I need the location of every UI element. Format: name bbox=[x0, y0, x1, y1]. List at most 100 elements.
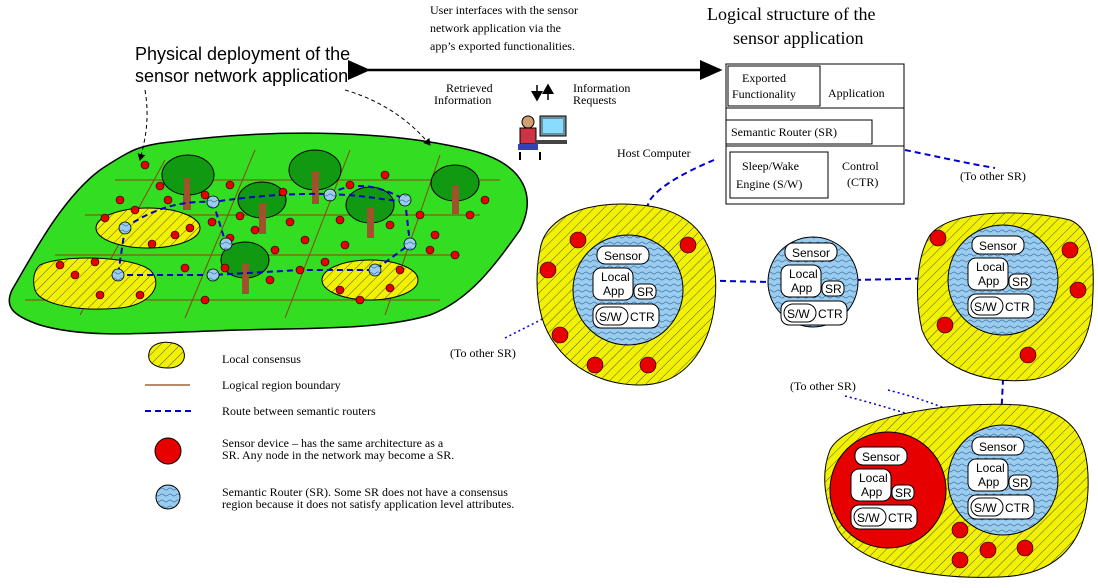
sr-module-label: SR bbox=[1012, 275, 1029, 289]
svg-text:Sleep/Wake: Sleep/Wake bbox=[742, 159, 799, 173]
to-other-sr-left: (To other SR) bbox=[450, 346, 516, 360]
local-app-box bbox=[780, 264, 822, 298]
sr-module-box bbox=[1008, 474, 1032, 491]
local-label: Local bbox=[976, 260, 1005, 274]
ui-text-3: app’s exported functionalities. bbox=[430, 39, 575, 53]
sensor-module-box bbox=[784, 242, 838, 262]
physical-deployment: Physical deployment of the sensor networ… bbox=[8, 44, 528, 335]
sensor-module-label: Sensor bbox=[862, 450, 900, 464]
tree-group bbox=[161, 149, 480, 294]
ctr-label: CTR bbox=[1005, 300, 1030, 314]
field-consensus-3 bbox=[321, 259, 419, 301]
sw-module-box bbox=[970, 296, 1004, 316]
physical-title-1: Physical deployment of the bbox=[135, 44, 350, 64]
sr-module-label: SR bbox=[825, 282, 842, 296]
sensor-module-box bbox=[971, 235, 1025, 255]
local-app-box bbox=[967, 257, 1009, 291]
sw-module-box bbox=[783, 303, 817, 323]
sensor-module-box bbox=[596, 245, 650, 265]
local-app-box bbox=[967, 458, 1009, 492]
logical-title-2: sensor application bbox=[733, 28, 863, 48]
legend-sensor-swatch bbox=[154, 437, 182, 465]
sw-module-box bbox=[853, 507, 887, 527]
svg-text:Exported: Exported bbox=[742, 71, 786, 85]
field-routers bbox=[111, 188, 417, 282]
to-other-sr-bottom: (To other SR) bbox=[790, 379, 856, 393]
local-app-box bbox=[592, 267, 634, 301]
ctr-label: CTR bbox=[888, 511, 913, 525]
field-consensus-1 bbox=[95, 207, 201, 249]
legend-router-label-2: region because it does not satisfy appli… bbox=[222, 497, 514, 511]
svg-text:Functionality: Functionality bbox=[732, 87, 796, 101]
sensor-module-label: Sensor bbox=[604, 249, 642, 263]
requests-text-1: Information bbox=[573, 81, 630, 95]
sw-label: S/W bbox=[974, 501, 997, 515]
sw-label: S/W bbox=[857, 511, 880, 525]
sw-module-box bbox=[970, 497, 1004, 517]
legend: Local consensus Logical region boundary … bbox=[145, 341, 514, 511]
sw-label: S/W bbox=[599, 310, 622, 324]
legend-consensus-swatch bbox=[148, 341, 185, 369]
app-label: App bbox=[978, 274, 1000, 288]
physical-title-2: sensor network application bbox=[135, 66, 348, 86]
sr-module-box bbox=[821, 280, 845, 297]
host-computer-label: Host Computer bbox=[617, 146, 691, 160]
sensor-module-label: Sensor bbox=[979, 440, 1017, 454]
legend-sensor-label-2: SR. Any node in the network may become a… bbox=[222, 448, 454, 462]
legend-route-label: Route between semantic routers bbox=[222, 404, 376, 418]
tree-icon bbox=[220, 241, 270, 294]
sensor-module-box bbox=[971, 436, 1025, 456]
ui-text-2: network application via the bbox=[430, 21, 561, 35]
exported-functionality-box bbox=[727, 65, 821, 107]
field-consensus-2 bbox=[33, 257, 157, 310]
ctr-label: CTR bbox=[630, 310, 655, 324]
retrieved-text-1: Retrieved bbox=[446, 81, 493, 95]
legend-boundary-label: Logical region boundary bbox=[222, 378, 341, 392]
logical-structure: Logical structure of the sensor applicat… bbox=[707, 4, 1026, 205]
user-computer-icon bbox=[518, 115, 567, 160]
to-other-sr-top: (To other SR) bbox=[960, 169, 1026, 183]
tree-icon bbox=[237, 181, 287, 234]
svg-text:Control: Control bbox=[842, 159, 879, 173]
local-label: Local bbox=[789, 267, 818, 281]
sr-module-box bbox=[1008, 273, 1032, 290]
logical-title-1: Logical structure of the bbox=[707, 4, 875, 24]
local-label: Local bbox=[601, 270, 630, 284]
local-label: Local bbox=[859, 471, 888, 485]
semantic-router-label: Semantic Router (SR) bbox=[731, 125, 837, 139]
svg-text:Engine (S/W): Engine (S/W) bbox=[736, 177, 802, 191]
user-interface-area: User interfaces with the sensor network … bbox=[348, 3, 723, 160]
sr-module-label: SR bbox=[895, 486, 912, 500]
app-label: App bbox=[603, 284, 625, 298]
sensor-module-label: Sensor bbox=[979, 239, 1017, 253]
sensor-dots-c bbox=[929, 229, 1087, 364]
sensor-dots-d bbox=[951, 521, 1034, 569]
application-label: Application bbox=[828, 86, 885, 100]
retrieved-text-2: Information bbox=[434, 93, 491, 107]
app-label: App bbox=[861, 485, 883, 499]
local-label: Local bbox=[976, 461, 1005, 475]
dashed-pointer-right bbox=[344, 89, 431, 146]
sensor-module-label: Sensor bbox=[792, 246, 830, 260]
sw-module-box bbox=[595, 306, 629, 326]
local-app-box bbox=[850, 468, 892, 502]
requests-text-2: Requests bbox=[573, 93, 617, 107]
ctr-label: CTR bbox=[1005, 501, 1030, 515]
tree-icon bbox=[161, 154, 215, 210]
legend-router-label-1: Semantic Router (SR). Some SR does not h… bbox=[222, 485, 508, 499]
field-sensors bbox=[55, 160, 490, 305]
ui-text-1: User interfaces with the sensor bbox=[430, 3, 578, 17]
app-label: App bbox=[791, 281, 813, 295]
updown-arrows-icon bbox=[531, 83, 554, 102]
sensor-module-box bbox=[854, 446, 908, 466]
legend-sensor-label-1: Sensor device – has the same architectur… bbox=[222, 436, 444, 450]
ctr-label: CTR bbox=[818, 307, 843, 321]
sensor-dots-a bbox=[539, 231, 697, 374]
